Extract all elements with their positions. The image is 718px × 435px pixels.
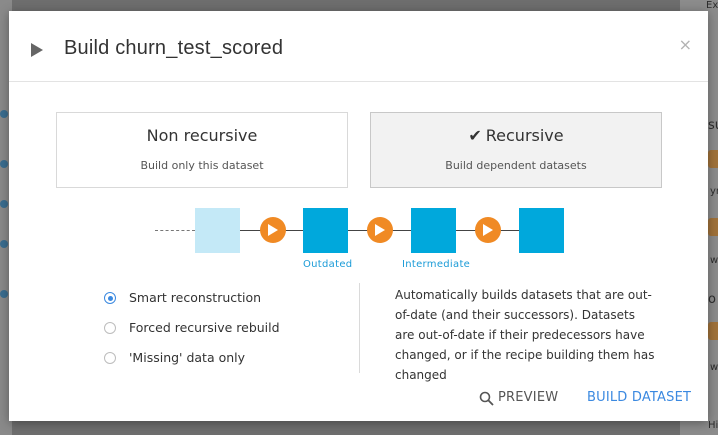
dialog-title: Build churn_test_scored [64, 37, 284, 59]
mode-subtitle: Build only this dataset [140, 159, 264, 172]
background-text: w [710, 255, 718, 266]
preview-label: PREVIEW [498, 390, 559, 405]
mode-subtitle: Build dependent datasets [445, 159, 587, 172]
background-chip [708, 322, 718, 340]
check-icon: ✔ [468, 126, 482, 145]
intermediate-dataset-box [411, 208, 456, 253]
background-text: yn [710, 186, 718, 197]
option-label: Smart reconstruction [129, 290, 262, 305]
mode-title: Non recursive [146, 126, 258, 145]
dashed-connector [155, 230, 195, 232]
outdated-dataset-box [303, 208, 348, 253]
background-node [0, 240, 8, 248]
close-icon[interactable]: × [678, 35, 692, 54]
radio-button[interactable] [104, 292, 116, 304]
mode-recursive[interactable]: ✔Recursive Build dependent datasets [370, 112, 662, 188]
intermediate-label: Intermediate [402, 259, 471, 270]
mode-title: Recursive [485, 126, 564, 145]
options-divider [359, 283, 360, 373]
target-dataset-box [519, 208, 564, 253]
background-text: o [708, 292, 716, 307]
background-chip [708, 218, 718, 236]
background-node [0, 110, 8, 118]
option-label: Forced recursive rebuild [129, 320, 280, 335]
dialog-header: Build churn_test_scored × [9, 11, 708, 82]
radio-button[interactable] [104, 322, 116, 334]
recipe-run-icon [260, 217, 286, 243]
background-node [0, 200, 8, 208]
preview-button[interactable]: PREVIEW [479, 390, 559, 406]
build-dialog: Build churn_test_scored × Non recursive … [9, 11, 708, 421]
option-label: 'Missing' data only [129, 350, 246, 365]
background-node [0, 290, 8, 298]
mode-non-recursive[interactable]: Non recursive Build only this dataset [56, 112, 348, 188]
build-dataset-button[interactable]: BUILD DATASET [587, 390, 692, 405]
upstream-dataset-box [195, 208, 240, 253]
option-description: Automatically builds datasets that are o… [395, 288, 655, 382]
play-icon [31, 43, 43, 57]
recipe-run-icon [475, 217, 501, 243]
search-icon [479, 391, 494, 406]
background-text: ww [710, 362, 718, 373]
background-text: Hiv [708, 420, 718, 431]
recursive-build-diagram: Outdated Intermediate [9, 207, 708, 277]
radio-button[interactable] [104, 352, 116, 364]
background-chip [708, 150, 718, 168]
background-text: Exp [706, 0, 718, 11]
background-text: su [708, 118, 718, 133]
recipe-run-icon [367, 217, 393, 243]
outdated-label: Outdated [303, 259, 353, 270]
background-node [0, 160, 8, 168]
